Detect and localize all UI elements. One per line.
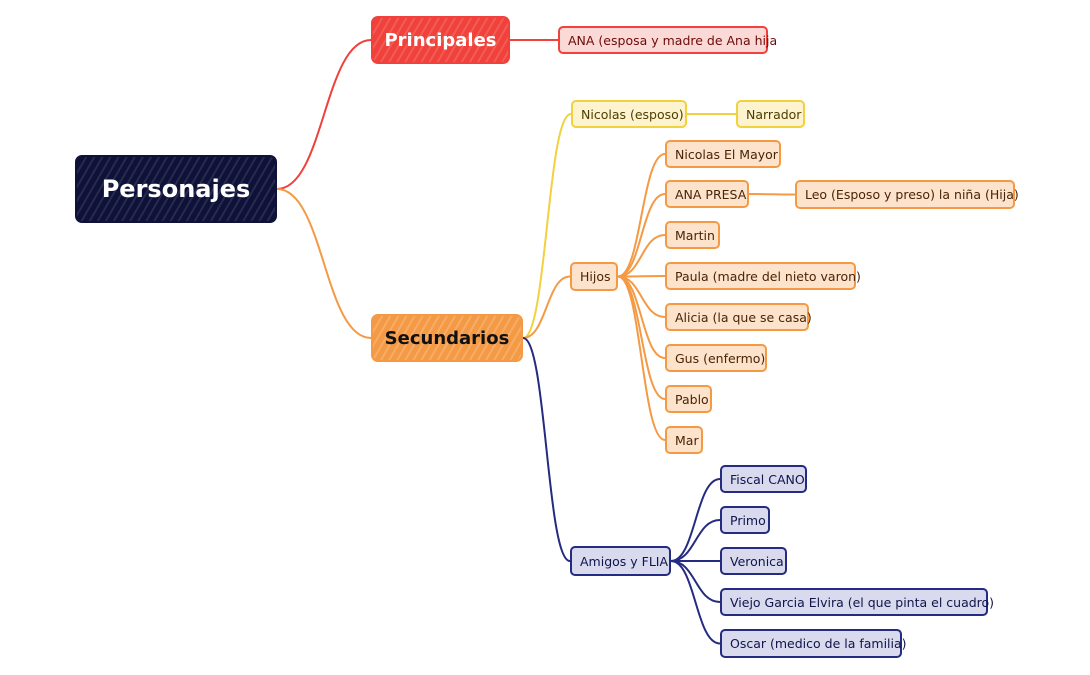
node-pablo[interactable]: Pablo [665, 385, 712, 413]
node-viejo-garcia-elvira[interactable]: Viejo Garcia Elvira (el que pinta el cua… [720, 588, 994, 616]
node-label: Gus (enfermo) [675, 350, 766, 366]
node-nicolas-esposo[interactable]: Nicolas (esposo) [571, 100, 687, 128]
node-principales[interactable]: Principales [371, 16, 510, 64]
node-narrador[interactable]: Narrador [736, 100, 805, 128]
node-secundarios[interactable]: Secundarios [371, 314, 523, 362]
node-label: Paula (madre del nieto varon) [675, 268, 861, 284]
node-label: Alicia (la que se casa) [675, 309, 812, 325]
node-ana-presa[interactable]: ANA PRESA [665, 180, 749, 208]
node-nicolas-el-mayor[interactable]: Nicolas El Mayor [665, 140, 781, 168]
connector-hijos-to-mar [617, 275, 666, 441]
connector-amigos-flia-to-viejo-garcia-elvira [670, 560, 721, 603]
node-amigos-flia[interactable]: Amigos y FLIA [570, 546, 671, 576]
node-label: ANA (esposa y madre de Ana hija [568, 32, 778, 48]
connector-hijos-to-gus [617, 275, 666, 359]
node-label: Veronica [730, 553, 784, 569]
node-martin[interactable]: Martin [665, 221, 720, 249]
node-oscar[interactable]: Oscar (medico de la familia) [720, 629, 907, 658]
node-paula[interactable]: Paula (madre del nieto varon) [665, 262, 861, 290]
connector-amigos-flia-to-primo [670, 519, 721, 562]
node-personajes[interactable]: Personajes [75, 155, 277, 223]
connector-hijos-to-martin [617, 234, 666, 278]
node-gus[interactable]: Gus (enfermo) [665, 344, 767, 372]
node-primo[interactable]: Primo [720, 506, 770, 534]
node-label: Nicolas El Mayor [675, 146, 778, 162]
node-leo[interactable]: Leo (Esposo y preso) la niña (Hija) [795, 180, 1019, 209]
node-label: Martin [675, 227, 715, 243]
connector-secundarios-to-nicolas-esposo [522, 113, 572, 339]
node-label: ANA PRESA [675, 186, 747, 202]
node-label: Secundarios [384, 327, 510, 349]
node-label: Personajes [101, 175, 251, 203]
connector-hijos-to-paula [617, 275, 666, 278]
node-hijos[interactable]: Hijos [570, 262, 618, 291]
connector-personajes-to-principales [276, 39, 372, 190]
node-label: Viejo Garcia Elvira (el que pinta el cua… [730, 594, 995, 610]
node-label: Primo [730, 512, 766, 528]
node-mar[interactable]: Mar [665, 426, 703, 454]
node-label: Amigos y FLIA [580, 553, 669, 569]
connector-amigos-flia-to-fiscal-cano [670, 478, 721, 562]
node-label: Mar [675, 432, 699, 448]
node-label: Narrador [746, 106, 802, 122]
connector-hijos-to-ana-presa [617, 193, 666, 278]
connector-amigos-flia-to-oscar [670, 560, 721, 645]
node-alicia[interactable]: Alicia (la que se casa) [665, 303, 812, 331]
node-label: Leo (Esposo y preso) la niña (Hija) [805, 187, 1019, 202]
node-label: Pablo [675, 391, 709, 407]
node-label: Nicolas (esposo) [581, 106, 684, 122]
node-label: Fiscal CANO [730, 471, 805, 487]
node-fiscal-cano[interactable]: Fiscal CANO [720, 465, 807, 493]
node-label: Principales [384, 29, 497, 51]
node-ana[interactable]: ANA (esposa y madre de Ana hija [558, 26, 777, 54]
node-label: Oscar (medico de la familia) [730, 636, 907, 651]
connector-hijos-to-nicolas-el-mayor [617, 153, 666, 278]
node-label: Hijos [580, 269, 611, 284]
connector-ana-presa-to-leo [748, 193, 796, 196]
node-veronica[interactable]: Veronica [720, 547, 787, 575]
connector-secundarios-to-amigos-flia [522, 337, 571, 562]
connector-personajes-to-secundarios [276, 188, 372, 339]
connector-secundarios-to-hijos [522, 275, 571, 339]
